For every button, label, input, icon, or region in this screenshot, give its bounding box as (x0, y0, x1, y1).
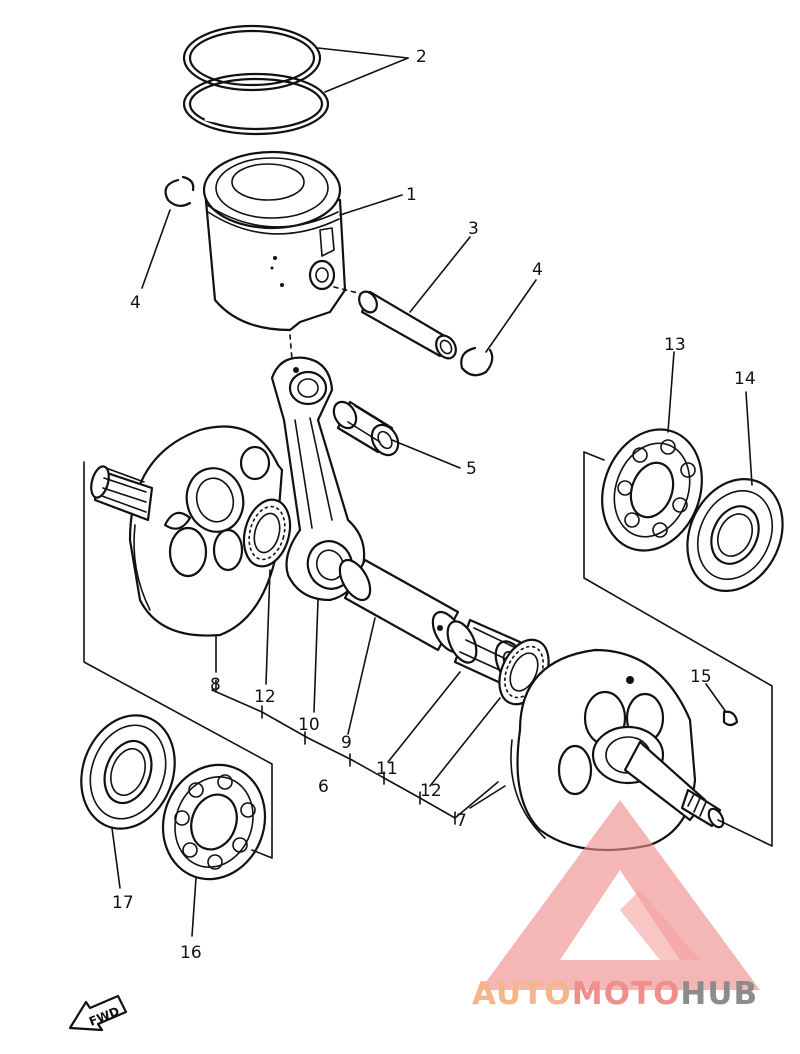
automotohub-logo-icon (480, 800, 760, 990)
watermark-hub: HUB (680, 976, 758, 1012)
label-part-10: 10 (298, 715, 320, 735)
small-end-bearing (332, 400, 400, 457)
label-part-8: 8 (210, 675, 221, 695)
part-labels: 2 1 3 4 4 5 6 7 8 9 10 11 12 12 13 14 15… (112, 47, 756, 963)
circlip-right (460, 346, 494, 377)
label-part-16: 16 (180, 943, 202, 963)
crank-half-right (510, 648, 725, 852)
label-part-15: 15 (690, 667, 712, 687)
label-part-14: 14 (734, 369, 756, 389)
svg-text:AUTOMOTOHUB: AUTOMOTOHUB (472, 976, 758, 1012)
circlip-left (164, 175, 195, 207)
label-part-11: 11 (376, 759, 398, 779)
piston-rings (182, 19, 330, 136)
leader-lines (111, 47, 753, 937)
watermark-auto: AUTO (472, 976, 572, 1012)
watermark-moto: MOTO (572, 976, 681, 1012)
watermark-text: AUTOMOTOHUB (472, 976, 758, 1012)
fwd-arrow-icon: FWD (68, 994, 128, 1032)
oil-seal-14 (686, 477, 784, 593)
group-brackets (83, 451, 773, 859)
label-part-1: 1 (406, 185, 417, 205)
connecting-rod (270, 356, 366, 602)
label-part-17: 17 (112, 893, 134, 913)
label-part-12-left: 12 (254, 687, 276, 707)
bearing-13 (601, 428, 703, 552)
label-part-2: 2 (416, 47, 427, 67)
bearing-16 (161, 763, 267, 881)
piston-pin (333, 286, 457, 360)
crank-half-left (90, 425, 284, 637)
label-part-4-left: 4 (130, 293, 141, 313)
piston (202, 150, 347, 332)
woodruff-key (722, 710, 739, 727)
label-part-5: 5 (466, 459, 477, 479)
label-part-12-right: 12 (420, 781, 442, 801)
label-part-6: 6 (318, 777, 329, 797)
label-part-13: 13 (664, 335, 686, 355)
label-part-3: 3 (468, 219, 479, 239)
label-part-7: 7 (456, 811, 467, 831)
label-part-4-right: 4 (532, 260, 543, 280)
oil-seal-17 (80, 714, 176, 830)
shim-washer-left (242, 498, 292, 568)
label-part-9: 9 (341, 733, 352, 753)
